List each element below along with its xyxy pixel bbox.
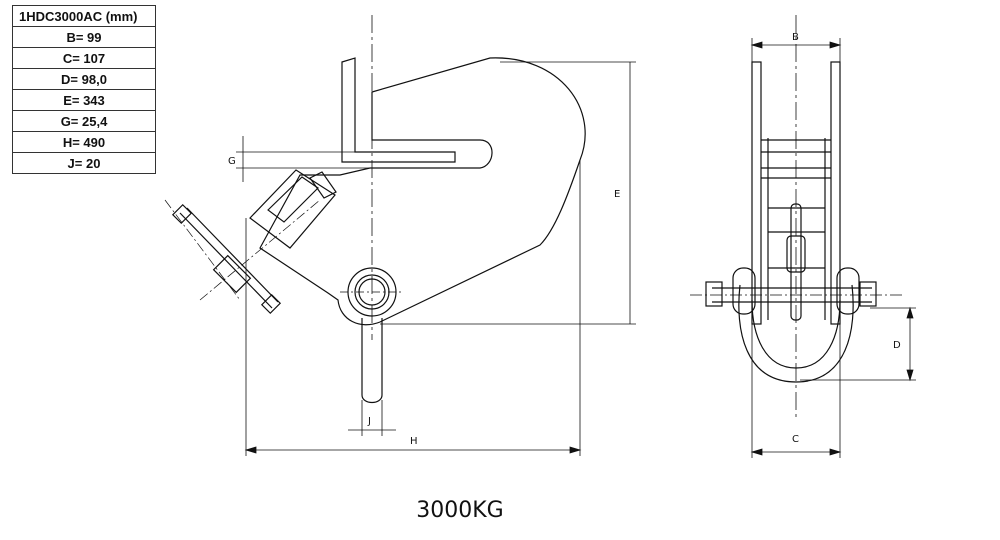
d-arrow-bottom xyxy=(906,369,914,382)
b-arrow-left xyxy=(750,41,763,49)
d-arrow-top xyxy=(906,306,914,319)
spec-row-e: E= 343 xyxy=(12,89,156,111)
c-arrow-right xyxy=(829,448,842,456)
c-arrow-left xyxy=(750,448,763,456)
h-arrow-left xyxy=(244,446,257,454)
capacity-caption: 3000KG xyxy=(416,498,504,523)
shackle-inner xyxy=(751,299,841,369)
front-dimensions: B C D xyxy=(750,32,916,458)
clamp-front-view xyxy=(690,15,905,420)
shackle-ear-right xyxy=(836,267,860,315)
label-e: E xyxy=(614,189,620,200)
spec-row: E= 343 xyxy=(12,89,156,111)
side-dimensions: G E H J xyxy=(228,61,636,456)
angle-plate xyxy=(341,57,456,163)
jaw-tip xyxy=(309,171,337,199)
h-arrow-right xyxy=(569,446,582,454)
front-screw-nut xyxy=(786,235,806,273)
spec-header-row: 1HDC3000AC (mm) xyxy=(12,5,156,27)
label-j: J xyxy=(367,416,371,427)
spec-table-title: 1HDC3000AC (mm) xyxy=(12,5,156,27)
label-h: H xyxy=(410,436,418,447)
shackle-ear-left xyxy=(732,267,756,315)
lifting-lug xyxy=(361,318,383,404)
screw-housing xyxy=(249,169,336,249)
screw-rod-edge xyxy=(186,207,279,303)
screw-axis xyxy=(164,199,241,301)
spec-table: 1HDC3000AC (mm) B= 99 C= 107 D= 98,0 E= … xyxy=(12,5,156,174)
b-arrow-right xyxy=(829,41,842,49)
clamp-axis xyxy=(199,199,321,301)
right-plate xyxy=(830,61,841,325)
lock-plate xyxy=(212,254,252,294)
label-d: D xyxy=(893,340,901,351)
pin-nut-right xyxy=(859,281,877,307)
hook-body xyxy=(259,57,586,326)
left-plate xyxy=(751,61,762,325)
label-c: C xyxy=(792,434,799,445)
screw-housing-inner xyxy=(267,176,319,223)
spec-row-j: J= 20 xyxy=(12,152,156,174)
nut-bottom xyxy=(260,293,282,315)
label-g: G xyxy=(228,156,236,167)
nut-top xyxy=(171,203,193,225)
clamp-side-view xyxy=(164,15,586,404)
pin-nut-left xyxy=(705,281,723,307)
spec-row: J= 20 xyxy=(12,152,156,174)
front-screw xyxy=(790,203,802,321)
screw-rod xyxy=(179,212,273,309)
shackle-outer xyxy=(738,284,854,383)
label-b: B xyxy=(792,32,799,43)
